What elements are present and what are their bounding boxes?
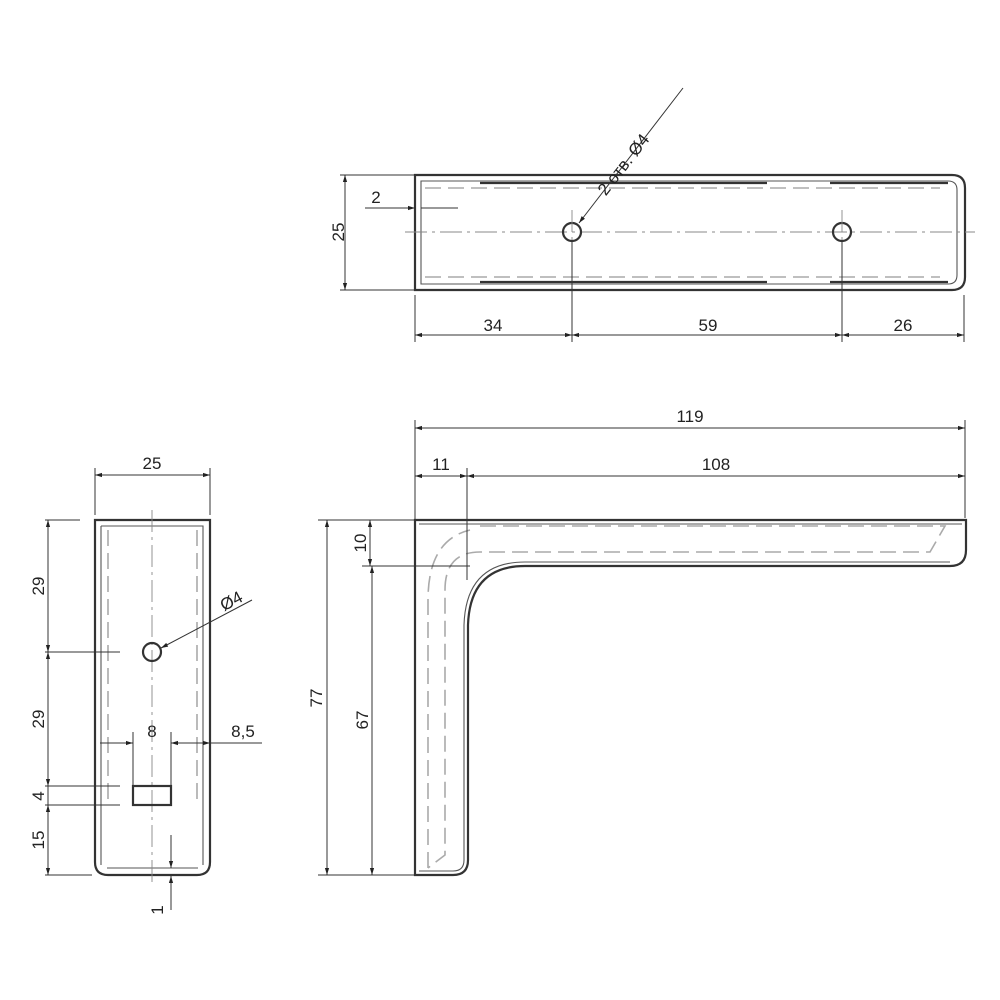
dim-side-width: 25 — [143, 454, 162, 473]
bracket-profile — [413, 518, 968, 877]
dim-slot-offset: 8,5 — [231, 722, 255, 741]
dim-slot-height: 4 — [29, 791, 48, 800]
top-view: 25 2 34 59 26 2 отв. Ø4 — [329, 87, 975, 342]
dim-top-hole1: 34 — [484, 316, 503, 335]
dim-flange: 10 — [351, 534, 370, 553]
front-view: 119 11 108 10 67 77 — [307, 407, 968, 877]
slot — [131, 784, 173, 807]
dim-side-upper: 29 — [29, 577, 48, 596]
dim-top-end: 26 — [894, 316, 913, 335]
dim-side-bottom: 15 — [29, 831, 48, 850]
side-view-outline — [93, 518, 212, 877]
dim-side-middle: 29 — [29, 710, 48, 729]
dim-total-length: 119 — [676, 407, 703, 426]
dim-top-between: 59 — [699, 316, 718, 335]
top-view-outline — [413, 173, 967, 292]
dim-top-width: 25 — [329, 223, 348, 242]
top-view-inner — [420, 180, 958, 285]
dim-slot-width: 8 — [147, 722, 156, 741]
side-hole — [141, 641, 163, 663]
dim-arm: 108 — [702, 455, 730, 474]
dim-total-height: 77 — [307, 689, 326, 708]
side-view: 25 29 29 4 15 8 8,5 Ø4 1 — [29, 454, 262, 915]
hole-note-side: Ø4 — [217, 587, 246, 614]
dim-top-wall: 2 — [371, 188, 380, 207]
dim-side-wall: 1 — [148, 905, 167, 914]
dim-thickness: 11 — [432, 455, 450, 474]
dim-inner-height: 67 — [353, 711, 372, 730]
